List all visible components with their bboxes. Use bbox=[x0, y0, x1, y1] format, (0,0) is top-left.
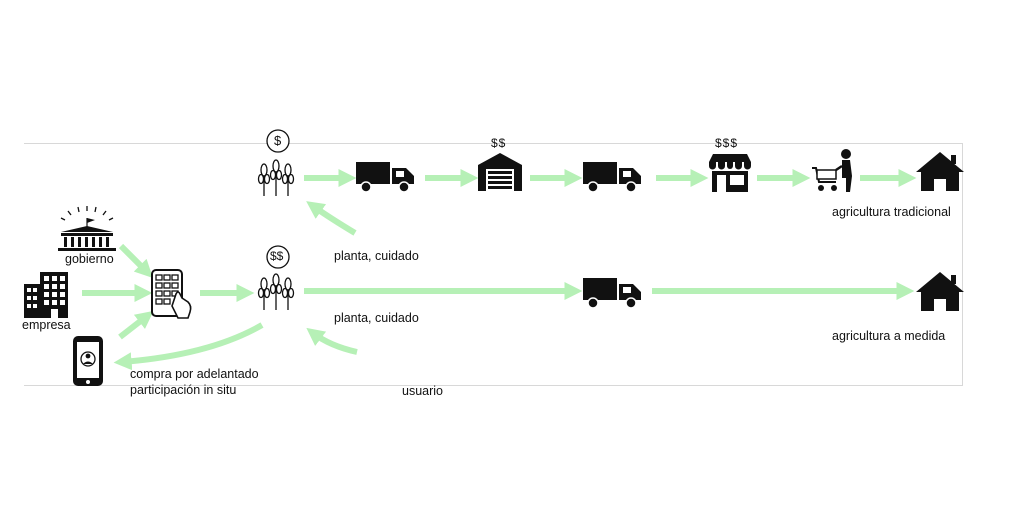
user-label: usuario bbox=[402, 384, 443, 398]
warehouse-icon bbox=[478, 153, 522, 191]
truck-icon bbox=[583, 278, 641, 309]
government-label: gobierno bbox=[65, 252, 114, 266]
shopper-cart-icon bbox=[812, 149, 852, 192]
wheat-icon bbox=[257, 159, 295, 196]
arrow-return-bottom bbox=[306, 327, 358, 355]
onsite-participation-label: participación in situ bbox=[130, 383, 237, 397]
truck-icon bbox=[356, 162, 414, 193]
phone-icon bbox=[73, 336, 103, 386]
store-price: $$$ bbox=[715, 136, 739, 150]
house-icon bbox=[916, 152, 964, 191]
coin-symbol-top: $ bbox=[274, 133, 283, 148]
house-icon bbox=[916, 272, 964, 311]
warehouse-price: $$ bbox=[491, 136, 507, 150]
company-label: empresa bbox=[22, 318, 71, 332]
coin-icon bbox=[266, 245, 290, 269]
office-building-icon bbox=[24, 272, 68, 318]
arrow-wheat-phone bbox=[113, 322, 264, 371]
custom-agriculture-label: agricultura a medida bbox=[832, 329, 946, 343]
arrow-return-top bbox=[306, 201, 357, 236]
truck-icon bbox=[583, 162, 641, 193]
tablet-hand-icon bbox=[151, 269, 192, 319]
traditional-agriculture-label: agricultura tradicional bbox=[832, 205, 951, 219]
wheat-icon bbox=[257, 273, 295, 310]
coin-symbol-bottom: $$ bbox=[270, 249, 284, 263]
arrow-phone-tablet bbox=[118, 310, 154, 340]
store-icon bbox=[709, 154, 751, 192]
prepurchase-label: compra por adelantado bbox=[130, 367, 259, 381]
coin-icon bbox=[266, 129, 290, 153]
top-return-label: planta, cuidado bbox=[334, 249, 419, 263]
government-building-icon bbox=[58, 206, 116, 251]
arrow-government-tablet bbox=[118, 243, 153, 278]
bottom-return-label: planta, cuidado bbox=[334, 311, 419, 325]
